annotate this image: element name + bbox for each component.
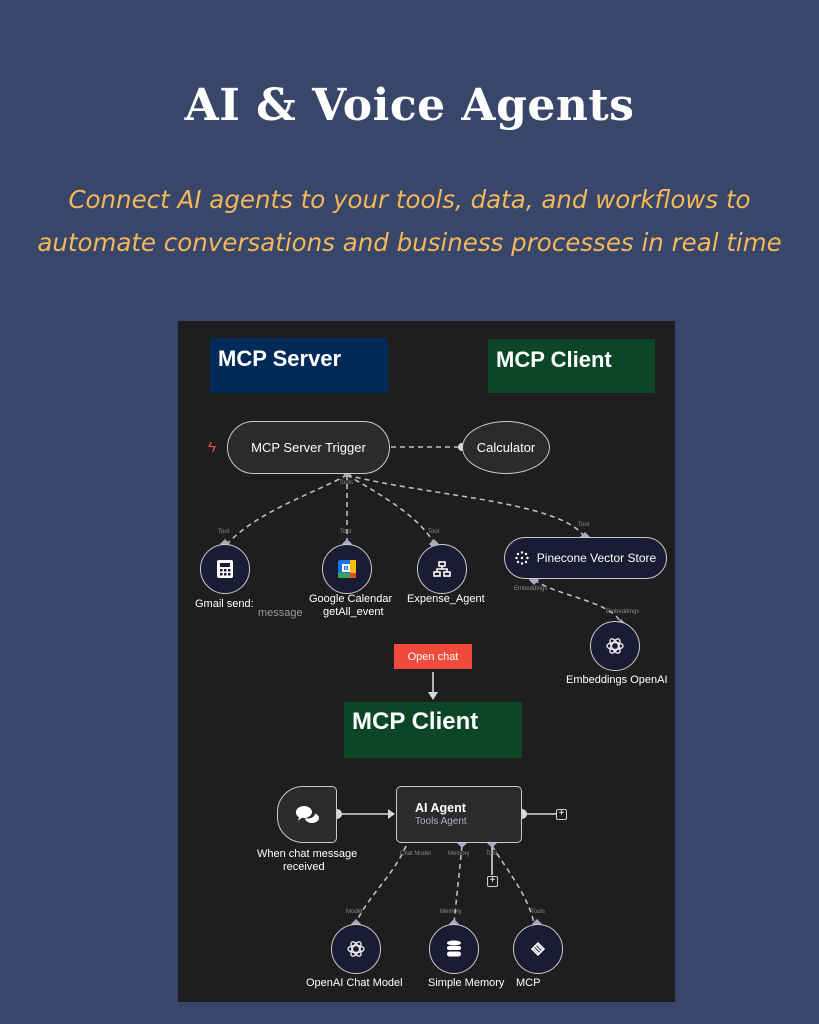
mcp-server-heading: MCP Server	[210, 338, 388, 393]
expense-agent-node[interactable]	[417, 544, 467, 594]
agent-type: Tools Agent	[415, 816, 467, 827]
node-label: Simple Memory	[428, 977, 505, 989]
gmail-send-node[interactable]	[200, 544, 250, 594]
port-label: Embeddings	[606, 609, 640, 615]
node-label: Google Calendar	[309, 593, 393, 605]
edge-agent-tool	[491, 845, 535, 924]
add-node-button[interactable]: +	[556, 809, 567, 820]
edge-trigger-gmail	[225, 474, 348, 546]
port-label: Tools	[339, 480, 354, 486]
node-label: When chat message	[257, 848, 358, 860]
google-calendar-icon	[338, 560, 356, 578]
calculator-node[interactable]: Calculator	[462, 421, 550, 474]
lightning-icon: ϟ	[208, 439, 216, 456]
node-sublabel: getAll_event	[323, 606, 384, 618]
edge-trigger-pinecone	[346, 474, 585, 537]
pinecone-vector-store-node[interactable]: Pinecone Vector Store	[504, 537, 667, 579]
node-label: MCP Server Trigger	[251, 440, 366, 455]
openai-icon	[606, 638, 624, 654]
mcp-icon	[530, 941, 546, 957]
node-label: Pinecone Vector Store	[536, 551, 657, 565]
page-subtitle: Connect AI agents to your tools, data, a…	[37, 185, 782, 257]
openai-icon	[347, 941, 365, 957]
openai-chat-model-node[interactable]	[331, 924, 381, 974]
sitemap-icon	[433, 561, 451, 577]
google-calendar-node[interactable]	[322, 544, 372, 594]
mcp-client-heading-bottom: MCP Client	[344, 702, 522, 758]
mcp-node[interactable]	[513, 924, 563, 974]
port-label: Tool	[218, 529, 230, 535]
simple-memory-node[interactable]	[429, 924, 479, 974]
edge-agent-model	[355, 845, 407, 924]
port-label: Chat Model	[400, 851, 431, 857]
workflow-canvas: MCP Server MCP Client ϟ MCP Server Trigg…	[178, 321, 675, 1002]
port-label: Memory	[440, 909, 462, 915]
edge-pinecone-embeddings	[533, 579, 621, 622]
port-label: Tool	[486, 851, 498, 857]
node-label: Embeddings OpenAI	[566, 674, 668, 686]
chat-bubbles-icon	[295, 805, 319, 823]
port-label: Embeddings	[514, 586, 548, 592]
node-sublabel: message	[258, 607, 303, 619]
ai-agent-node[interactable]: AI Agent Tools Agent	[396, 786, 522, 843]
port-label: Tool	[578, 522, 590, 528]
embeddings-openai-node[interactable]	[590, 621, 640, 671]
node-label: Calculator	[476, 440, 536, 455]
calculator-icon	[217, 560, 233, 578]
add-tool-button[interactable]: +	[487, 876, 498, 887]
node-label: Expense_Agent	[407, 593, 485, 605]
chat-trigger-node[interactable]	[277, 786, 337, 843]
node-label: MCP	[516, 977, 541, 989]
database-icon	[447, 940, 461, 957]
mcp-server-trigger-node[interactable]: MCP Server Trigger	[227, 421, 390, 474]
node-label-line2: received	[283, 861, 325, 873]
node-label: Gmail send:	[195, 598, 254, 610]
mcp-client-heading-top: MCP Client	[488, 339, 655, 393]
port-label: Tool	[340, 529, 352, 535]
edge-agent-memory	[453, 845, 463, 924]
pinecone-icon	[515, 551, 529, 565]
port-label: Tool	[428, 529, 440, 535]
page-title: AI & Voice Agents	[184, 80, 635, 131]
port-label: Model	[346, 909, 363, 915]
port-label: Tools	[531, 909, 546, 915]
node-label: OpenAI Chat Model	[306, 977, 403, 989]
open-chat-button[interactable]: Open chat	[394, 644, 472, 669]
edge-trigger-expense	[346, 474, 435, 544]
agent-name: AI Agent	[415, 801, 466, 815]
port-label: Memory	[448, 851, 470, 857]
